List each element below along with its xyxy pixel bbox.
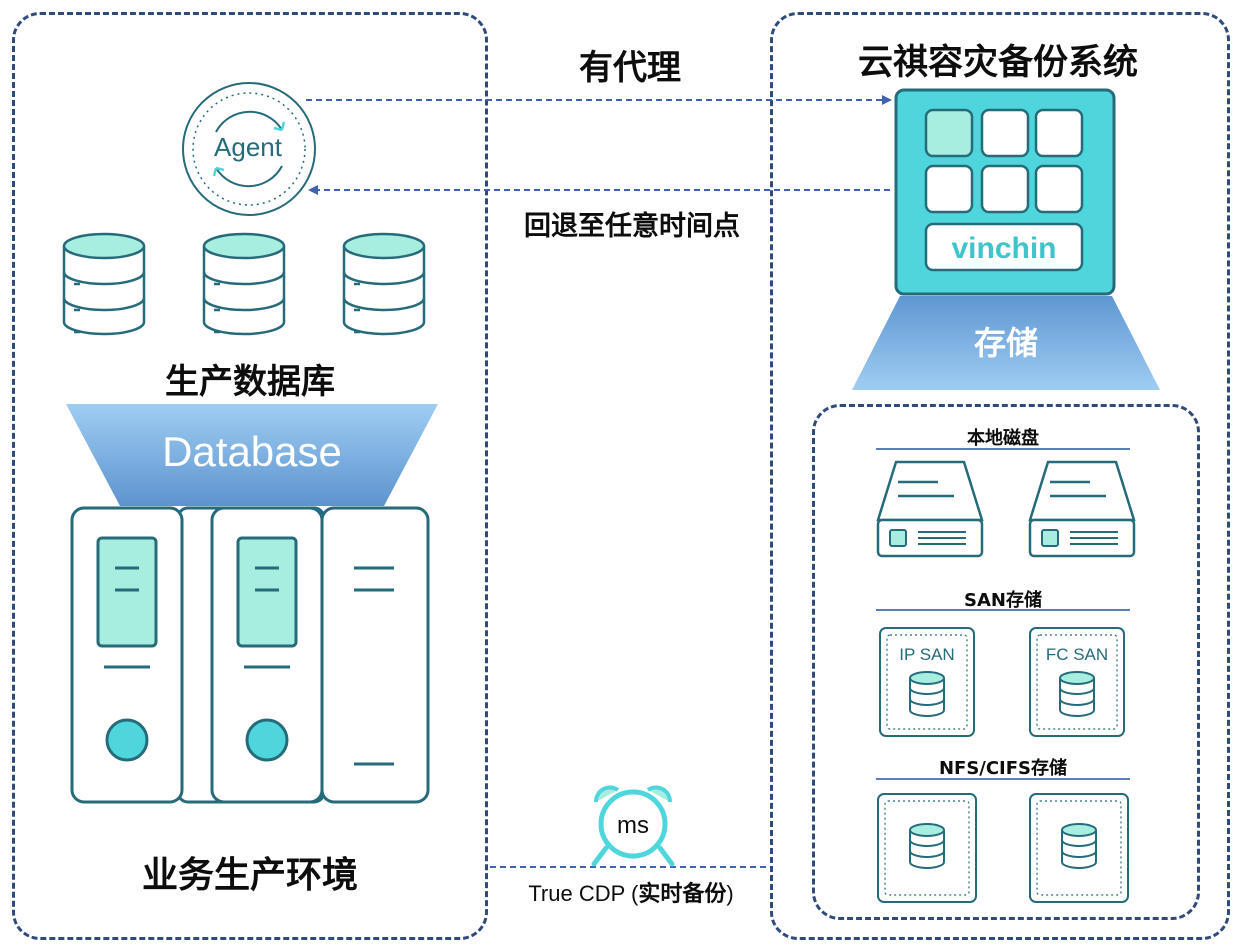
server-unit (210, 506, 324, 804)
backup-system-panel (770, 12, 1230, 940)
vinchin-logo: vinchin (951, 232, 1056, 265)
local-disk-title: 本地磁盘 (967, 428, 1039, 449)
nfs-cifs-divider (876, 778, 1130, 780)
agent-label: Agent (214, 132, 283, 162)
disk-drive-icon (1028, 460, 1136, 558)
agent-icon: Agent (182, 82, 316, 216)
nas-device (877, 793, 977, 903)
storage-label: 存储 (974, 324, 1038, 362)
server-unit (320, 506, 430, 804)
database-icon (1061, 823, 1097, 869)
database-cylinders (62, 232, 426, 336)
ip-san-device: IP SAN (879, 627, 975, 737)
cdp-prefix: True CDP ( (528, 881, 639, 906)
backup-system-title: 云祺容灾备份系统 (857, 43, 1138, 83)
fc-san-label: FC SAN (1046, 645, 1108, 664)
nas-device (1029, 793, 1129, 903)
database-icon (202, 232, 286, 336)
rollback-label: 回退至任意时间点 (524, 211, 740, 242)
alarm-clock-icon: ms (591, 785, 675, 867)
local-disk-divider (876, 448, 1130, 450)
database-icon (342, 232, 426, 336)
production-environment-title: 业务生产环境 (141, 855, 358, 896)
database-icon (909, 823, 945, 869)
database-icon (1059, 671, 1095, 717)
agent-mode-label: 有代理 (579, 48, 681, 88)
ip-san-label: IP SAN (899, 645, 954, 664)
database-funnel: Database (66, 404, 438, 506)
cdp-realtime: 实时备份 (638, 882, 727, 907)
nfs-cifs-storage-title: NFS/CIFS存储 (938, 758, 1068, 779)
server-rack (70, 506, 430, 804)
production-environment-panel (12, 12, 488, 940)
database-funnel-label: Database (162, 428, 342, 475)
storage-funnel: 存储 (852, 296, 1160, 390)
server-unit (70, 506, 184, 804)
storage-targets-panel (812, 404, 1200, 920)
database-icon (909, 671, 945, 717)
san-storage-title: SAN存储 (964, 590, 1042, 611)
production-database-caption: 生产数据库 (165, 362, 335, 402)
vinchin-appliance: vinchin (894, 88, 1116, 296)
cdp-suffix: ) (726, 881, 734, 906)
fc-san-device: FC SAN (1029, 627, 1125, 737)
disk-drive-icon (876, 460, 984, 558)
clock-label: ms (617, 812, 649, 839)
true-cdp-label: True CDP (实时备份) (494, 876, 768, 908)
san-storage-divider (876, 609, 1130, 611)
database-icon (62, 232, 146, 336)
